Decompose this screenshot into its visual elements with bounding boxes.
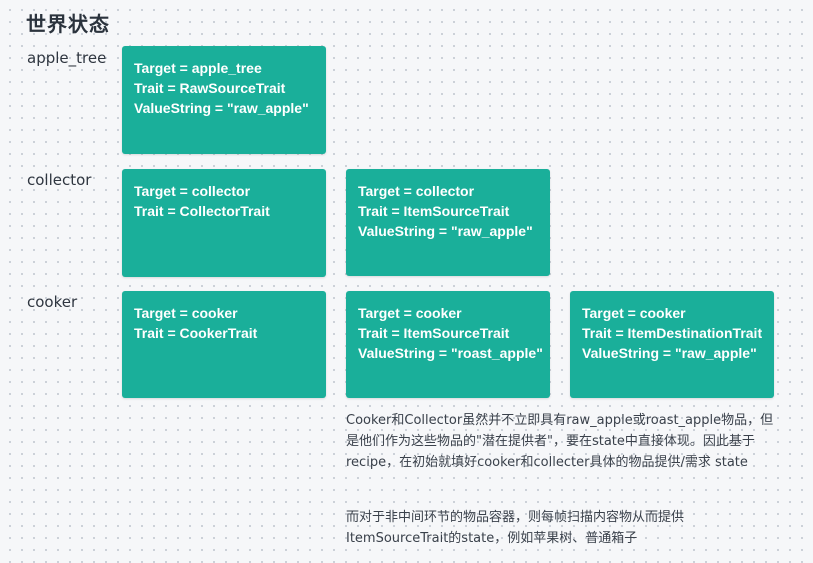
card-target: Target = cooker [134, 305, 238, 321]
card-trait: Trait = RawSourceTrait [134, 80, 286, 96]
card-target: Target = collector [134, 183, 251, 199]
note-item-container-scan: 而对于非中间环节的物品容器，则每帧扫描内容物从而提供ItemSourceTrai… [346, 510, 685, 546]
page-title: 世界状态 [26, 12, 110, 36]
card-value-string: ValueString = "raw_apple" [582, 345, 757, 361]
card-value-string: ValueString = "raw_apple" [134, 100, 309, 116]
note-potential-providers: Cooker和Collector虽然并不立即具有raw_apple或roast_… [346, 413, 774, 470]
state-card-apple-tree-raw-source[interactable]: Target = apple_tree Trait = RawSourceTra… [122, 46, 326, 154]
card-target: Target = cooker [582, 305, 686, 321]
card-trait: Trait = CookerTrait [134, 325, 258, 341]
row-label-apple-tree: apple_tree [27, 49, 107, 67]
card-trait: Trait = CollectorTrait [134, 203, 270, 219]
card-target: Target = cooker [358, 305, 462, 321]
state-card-collector-item-source[interactable]: Target = collector Trait = ItemSourceTra… [346, 169, 550, 276]
state-card-collector-trait[interactable]: Target = collector Trait = CollectorTrai… [122, 169, 326, 277]
row-label-collector: collector [27, 171, 92, 189]
row-label-cooker: cooker [27, 293, 78, 311]
state-card-cooker-item-destination[interactable]: Target = cooker Trait = ItemDestinationT… [570, 291, 774, 398]
card-target: Target = apple_tree [134, 60, 262, 76]
card-value-string: ValueString = "raw_apple" [358, 223, 533, 239]
card-trait: Trait = ItemSourceTrait [358, 325, 510, 341]
card-value-string: ValueString = "roast_apple" [358, 345, 543, 361]
card-target: Target = collector [358, 183, 475, 199]
state-card-cooker-trait[interactable]: Target = cooker Trait = CookerTrait [122, 291, 326, 398]
card-trait: Trait = ItemSourceTrait [358, 203, 510, 219]
state-card-cooker-item-source[interactable]: Target = cooker Trait = ItemSourceTrait … [346, 291, 550, 398]
card-trait: Trait = ItemDestinationTrait [582, 325, 763, 341]
